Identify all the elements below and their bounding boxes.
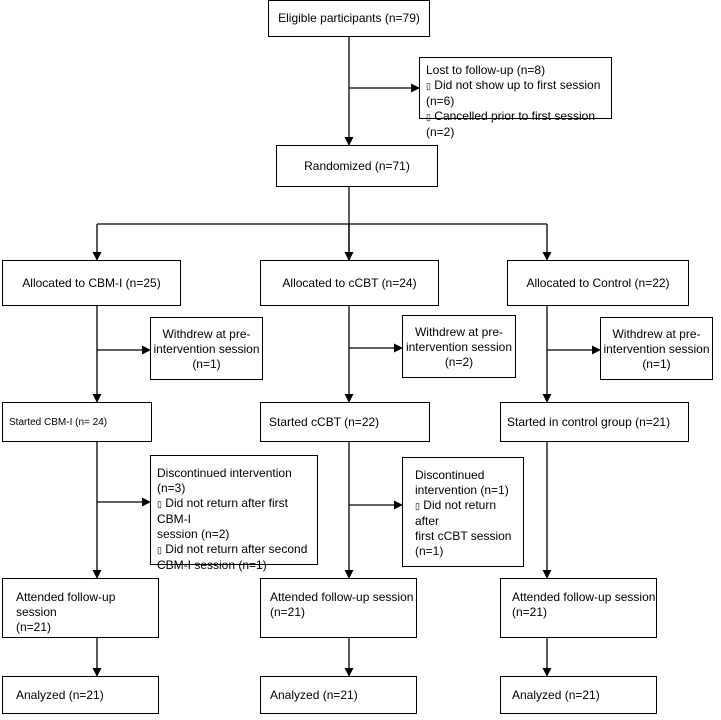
- started-ccbt-label: Started cCBT (n=22): [269, 414, 380, 429]
- followup-ccbt-box: Attended follow-up session (n=21): [260, 578, 417, 638]
- allocated-ccbt-label: Allocated to cCBT (n=24): [282, 275, 417, 290]
- discontinued-item: ▯ Did not return after first CBM-I: [157, 496, 289, 526]
- analyzed-ccbt-box: Analyzed (n=21): [260, 676, 417, 714]
- lost-title: Lost to follow-up (n=8): [426, 63, 546, 77]
- eligible-participants-label: Eligible participants (n=79): [278, 11, 420, 25]
- withdrew-control-box: Withdrew at pre- intervention session (n…: [600, 317, 713, 380]
- analyzed-ccbt-label: Analyzed (n=21): [270, 687, 358, 702]
- discontinued-ccbt-box: Discontinued intervention (n=1) ▯ Did no…: [402, 457, 524, 567]
- allocated-control-box: Allocated to Control (n=22): [507, 260, 689, 306]
- followup-control-box: Attended follow-up session (n=21): [500, 578, 657, 638]
- started-control-label: Started in control group (n=21): [507, 414, 671, 429]
- lost-item: ▯ Cancelled prior to first session (n=2): [426, 109, 596, 139]
- bullet-icon: ▯: [157, 499, 162, 509]
- discontinued-cbmi-box: Discontinued intervention (n=3) ▯ Did no…: [150, 455, 318, 572]
- bullet-icon: ▯: [415, 501, 420, 511]
- allocated-ccbt-box: Allocated to cCBT (n=24): [260, 260, 439, 306]
- bullet-icon: ▯: [426, 112, 431, 122]
- analyzed-control-box: Analyzed (n=21): [500, 676, 657, 714]
- lost-item: ▯ Did not show up to first session (n=6): [426, 78, 601, 108]
- randomized-box: Randomized (n=71): [276, 145, 438, 187]
- discontinued-item: ▯ Did not return after: [415, 498, 496, 528]
- analyzed-cbmi-label: Analyzed (n=21): [16, 687, 104, 702]
- withdrew-cbmi-box: Withdrew at pre- intervention session (n…: [150, 317, 263, 380]
- lost-to-followup-box: Lost to follow-up (n=8) ▯ Did not show u…: [419, 57, 612, 139]
- started-ccbt-box: Started cCBT (n=22): [260, 402, 430, 442]
- started-control-box: Started in control group (n=21): [500, 402, 689, 442]
- analyzed-control-label: Analyzed (n=21): [512, 687, 600, 702]
- bullet-icon: ▯: [157, 545, 162, 555]
- withdrew-ccbt-box: Withdrew at pre- intervention session (n…: [402, 315, 516, 378]
- randomized-label: Randomized (n=71): [304, 158, 410, 173]
- discontinued-item: ▯ Did not return after second: [157, 542, 308, 556]
- analyzed-cbmi-box: Analyzed (n=21): [2, 676, 159, 714]
- started-cbmi-box: Started CBM-I (n= 24): [2, 402, 152, 442]
- allocated-control-label: Allocated to Control (n=22): [526, 275, 670, 290]
- bullet-icon: ▯: [426, 81, 431, 91]
- followup-cbmi-box: Attended follow-up session (n=21): [2, 578, 159, 638]
- started-cbmi-label: Started CBM-I (n= 24): [9, 416, 108, 428]
- allocated-cbmi-label: Allocated to CBM-I (n=25): [22, 275, 161, 290]
- allocated-cbmi-box: Allocated to CBM-I (n=25): [2, 260, 181, 306]
- eligible-participants-box: Eligible participants (n=79): [268, 0, 430, 37]
